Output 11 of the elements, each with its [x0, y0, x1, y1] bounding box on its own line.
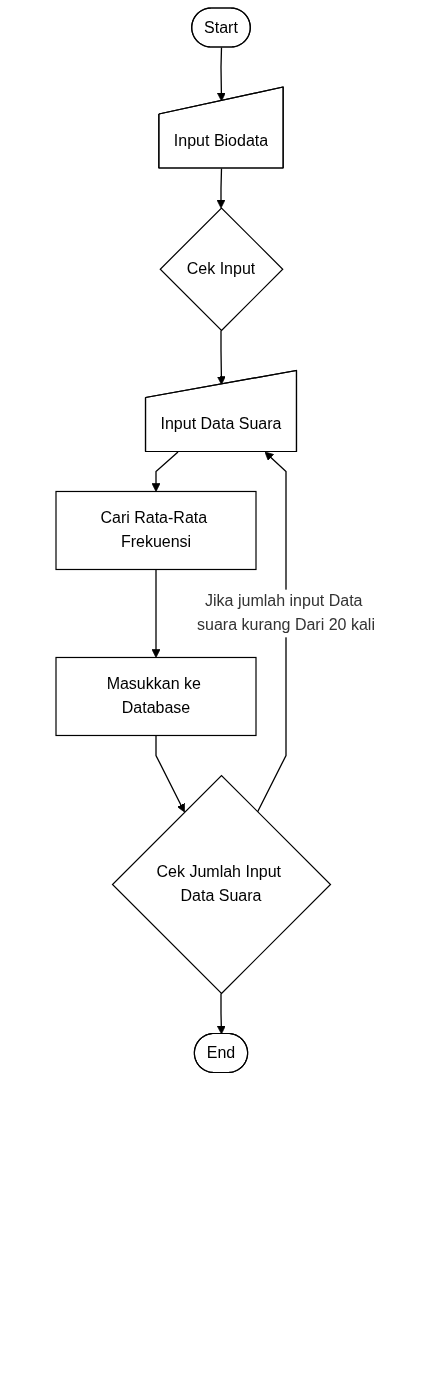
node-box: Masukkan ke Database	[55, 656, 257, 737]
arrow	[155, 734, 185, 813]
arrow	[216, 992, 226, 1035]
node-box: Cari Rata-Rata Frekuensi	[55, 490, 257, 571]
arrow	[151, 568, 161, 658]
arrow	[217, 46, 226, 102]
node-diamond: Cek Input	[159, 207, 284, 332]
node-diamond: Cek Jumlah Input Data Suara	[111, 774, 332, 995]
arrow	[151, 451, 179, 492]
edge-label: Jika jumlah input Data suara kurang Dari 20 kali	[197, 592, 375, 634]
arrow	[217, 329, 226, 385]
